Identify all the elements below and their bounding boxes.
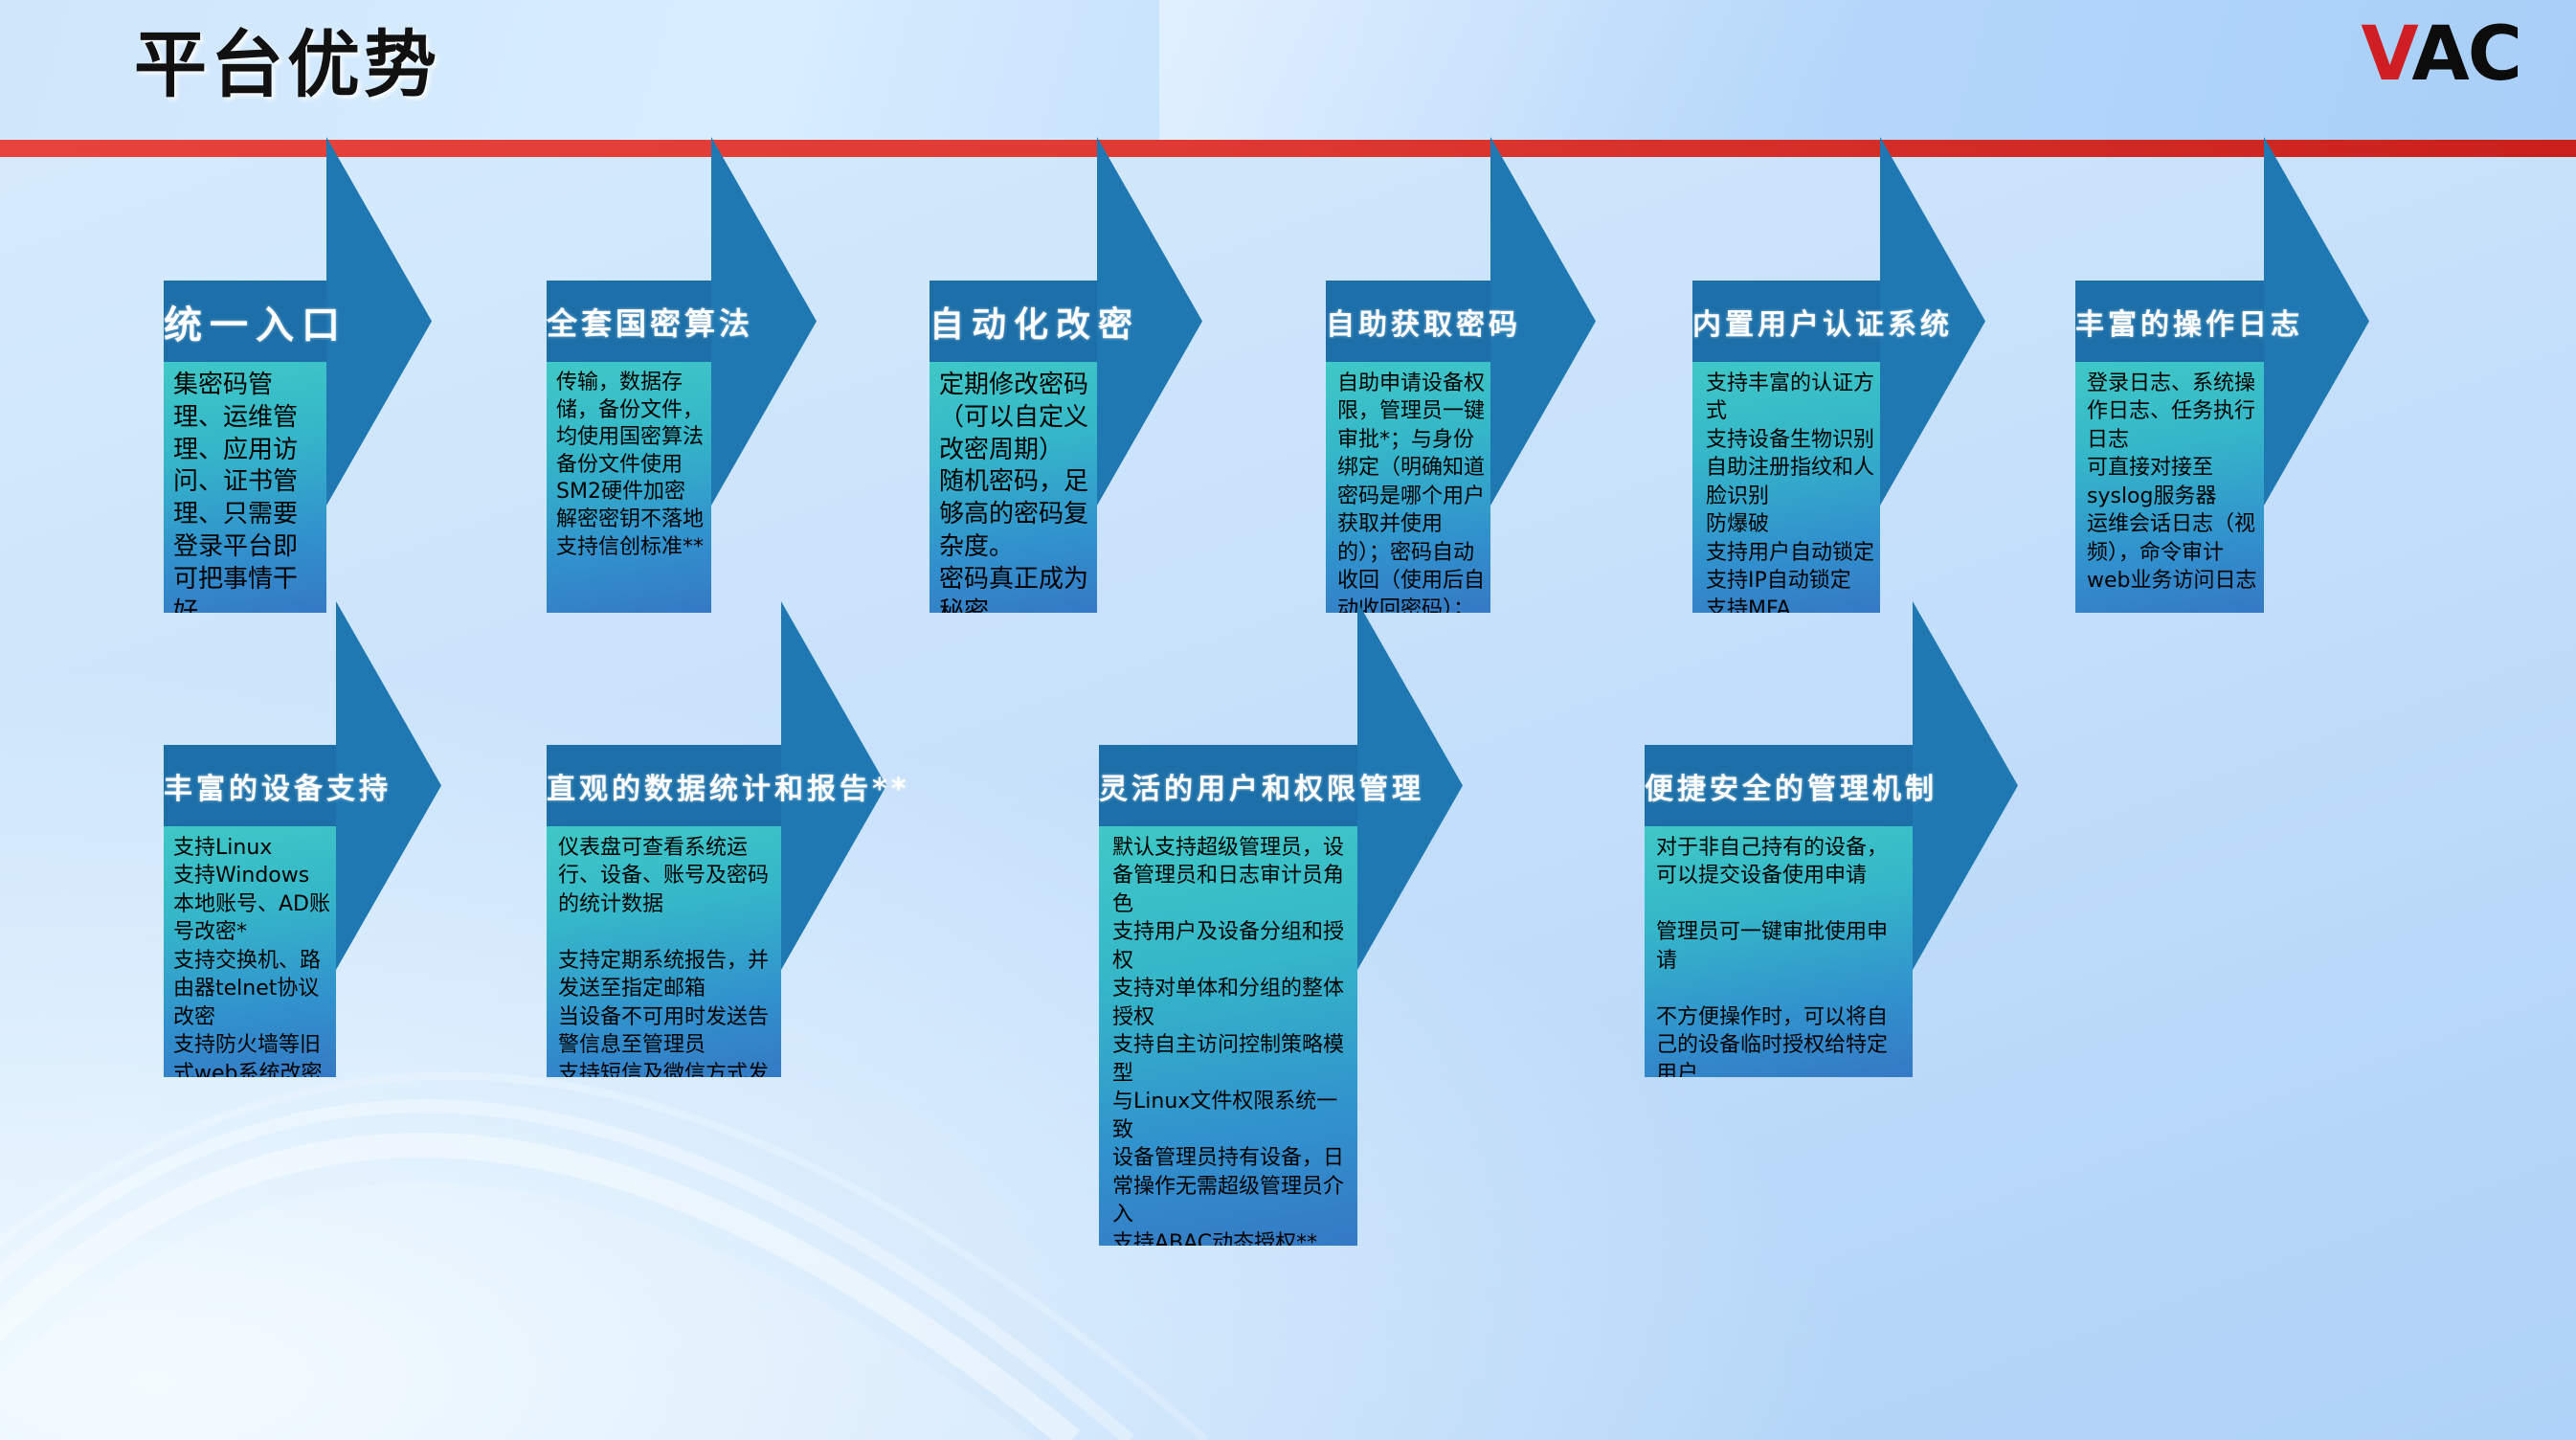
logo-v-letter: V (2361, 11, 2413, 98)
card-title: 便捷安全的管理机制 (1645, 772, 1938, 806)
card-body: 对于非自己持有的设备，可以提交设备使用申请 管理员可一键审批使用申请 不方便操作… (1645, 826, 1913, 1077)
card-title: 灵活的用户和权限管理 (1099, 772, 1424, 806)
arrow-card: 丰富的设备支持支持Linux 支持Windows本地账号、AD账号改密* 支持交… (164, 601, 441, 1115)
arrow-card: 灵活的用户和权限管理默认支持超级管理员，设备管理员和日志审计员角色 支持用户及设… (1099, 601, 1463, 1284)
arrow-card: 自动化改密定期修改密码（可以自定义改密周期） 随机密码，足够高的密码复杂度。 密… (930, 137, 1202, 651)
card-body: 集密码管理、运维管理、应用访问、证书管理、只需要登录平台即可把事情干好。 (164, 362, 326, 613)
card-header: 丰富的设备支持 (164, 745, 392, 826)
card-header: 统一入口 (164, 281, 347, 362)
card-body: 登录日志、系统操作日志、任务执行日志 可直接对接至syslog服务器 运维会话日… (2075, 362, 2264, 613)
vac-logo: VAC (2361, 17, 2522, 92)
card-title: 统一入口 (164, 303, 347, 348)
card-title: 自助获取密码 (1326, 307, 1521, 342)
card-header: 灵活的用户和权限管理 (1099, 745, 1424, 826)
accent-bar (0, 140, 2576, 157)
card-body: 支持Linux 支持Windows本地账号、AD账号改密* 支持交换机、路由器t… (164, 826, 336, 1077)
card-header: 内置用户认证系统 (1692, 281, 1953, 362)
card-body: 定期修改密码（可以自定义改密周期） 随机密码，足够高的密码复杂度。 密码真正成为… (930, 362, 1097, 613)
logo-ac-letters: AC (2411, 11, 2522, 98)
card-body: 自助申请设备权限，管理员一键审批*；与身份绑定（明确知道密码是哪个用户获取并使用… (1326, 362, 1490, 613)
card-header: 全套国密算法 (547, 281, 754, 362)
arrow-card: 统一入口集密码管理、运维管理、应用访问、证书管理、只需要登录平台即可把事情干好。 (164, 137, 432, 651)
arrow-card: 丰富的操作日志登录日志、系统操作日志、任务执行日志 可直接对接至syslog服务… (2075, 137, 2369, 651)
card-title: 直观的数据统计和报告** (547, 772, 910, 806)
card-title: 丰富的设备支持 (164, 772, 392, 806)
card-title: 自动化改密 (930, 304, 1141, 345)
card-header: 直观的数据统计和报告** (547, 745, 910, 826)
arrow-card: 直观的数据统计和报告** 仪表盘可查看系统运行、设备、账号及密码的统计数据 支持定… (547, 601, 910, 1115)
arrow-card: 全套国密算法传输，数据存储，备份文件，均使用国密算法 备份文件使用SM2硬件加密… (547, 137, 817, 651)
card-body: 支持丰富的认证方式 支持设备生物识别 自助注册指纹和人脸识别 防爆破 支持用户自… (1692, 362, 1880, 613)
card-header: 自助获取密码 (1326, 281, 1521, 362)
arrow-card: 自助获取密码自助申请设备权限，管理员一键审批*；与身份绑定（明确知道密码是哪个用… (1326, 137, 1596, 651)
card-header: 便捷安全的管理机制 (1645, 745, 1938, 826)
arrow-card: 内置用户认证系统支持丰富的认证方式 支持设备生物识别 自助注册指纹和人脸识别 防… (1692, 137, 1985, 651)
page-title: 平台优势 (134, 22, 440, 107)
card-title: 全套国密算法 (547, 304, 754, 342)
card-title: 内置用户认证系统 (1692, 307, 1953, 342)
card-header: 丰富的操作日志 (2075, 281, 2303, 362)
card-body: 仪表盘可查看系统运行、设备、账号及密码的统计数据 支持定期系统报告，并发送至指定… (547, 826, 781, 1077)
card-header: 自动化改密 (930, 281, 1141, 362)
card-title: 丰富的操作日志 (2075, 307, 2303, 342)
card-body: 传输，数据存储，备份文件，均使用国密算法 备份文件使用SM2硬件加密 解密密钥不… (547, 362, 711, 613)
arrow-card: 便捷安全的管理机制对于非自己持有的设备，可以提交设备使用申请 管理员可一键审批使… (1645, 601, 2018, 1115)
card-body: 默认支持超级管理员，设备管理员和日志审计员角色 支持用户及设备分组和授权 支持对… (1099, 826, 1357, 1246)
header-band (0, 0, 2576, 140)
